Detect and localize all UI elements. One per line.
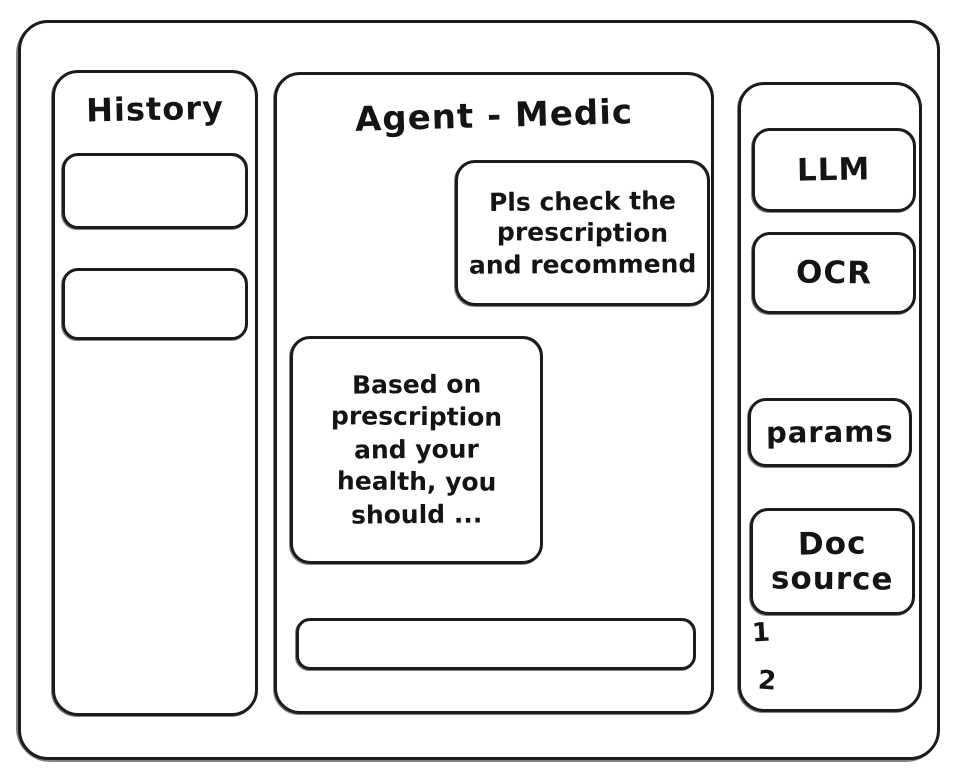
tool-card-ocr[interactable]: OCR [751,232,916,315]
user-message-line: prescription [496,217,669,248]
agent-message-line: and your [353,434,480,465]
agent-message-bubble: Based on prescription and your health, y… [289,336,543,565]
tool-card-doc-source-label: source [771,559,894,598]
history-item-1[interactable] [61,153,248,230]
tool-card-llm-label: LLM [796,151,871,189]
agent-message-line: Based on [351,369,482,400]
agent-message-line: should ... [350,499,483,530]
tool-card-doc-source[interactable]: Doc source [749,508,915,616]
message-input[interactable] [295,618,696,671]
history-item-2[interactable] [61,268,248,341]
doc-source-item-1[interactable]: 1 [751,617,771,649]
tool-card-doc-source-label: Doc [797,525,868,563]
tool-card-ocr-label: OCR [795,254,873,292]
tool-card-params[interactable]: params [747,398,912,468]
history-panel-title: History [85,88,225,130]
tool-card-params-label: params [765,414,895,450]
user-message-bubble: Pls check the prescription and recommend [454,160,710,307]
agent-message-line: prescription [330,401,503,432]
user-message-line: Pls check the [488,185,677,217]
doc-source-item-2[interactable]: 2 [756,665,778,697]
user-message-line: and recommend [468,248,697,280]
agent-message-line: health, you [336,466,497,497]
tool-card-llm[interactable]: LLM [751,128,916,213]
